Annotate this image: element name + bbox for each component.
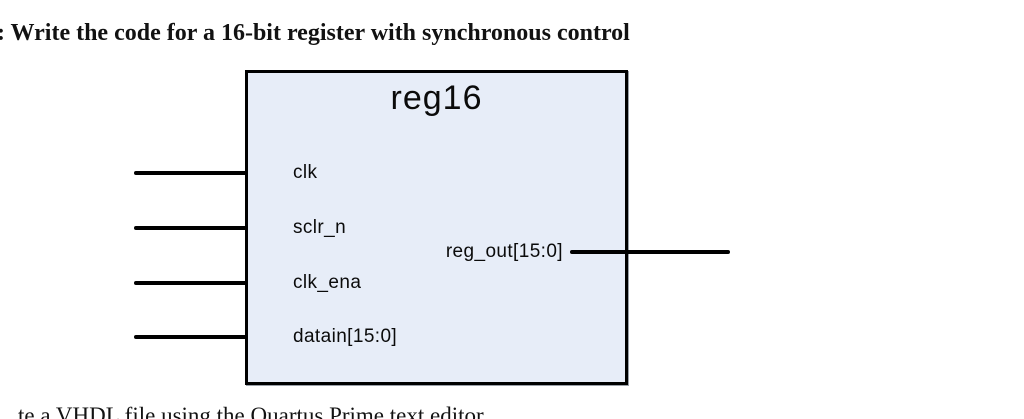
exercise-heading: : Write the code for a 16-bit register w…: [0, 20, 630, 46]
port-label-clk: clk: [293, 162, 318, 183]
port-label-clk-ena: clk_ena: [293, 272, 362, 293]
wire-sclr-n: [134, 226, 290, 230]
block-title: reg16: [390, 79, 483, 117]
port-label-reg-out: reg_out[15:0]: [445, 241, 563, 262]
port-label-sclr-n: sclr_n: [293, 217, 347, 238]
wire-clk: [134, 171, 290, 175]
wire-reg-out: [570, 250, 730, 254]
wire-datain: [134, 335, 290, 339]
reg16-block: reg16: [245, 70, 628, 385]
port-label-datain: datain[15:0]: [293, 326, 398, 347]
body-text-fragment: te a VHDL file using the Quartus Prime t…: [18, 403, 484, 419]
wire-clk-ena: [134, 281, 290, 285]
